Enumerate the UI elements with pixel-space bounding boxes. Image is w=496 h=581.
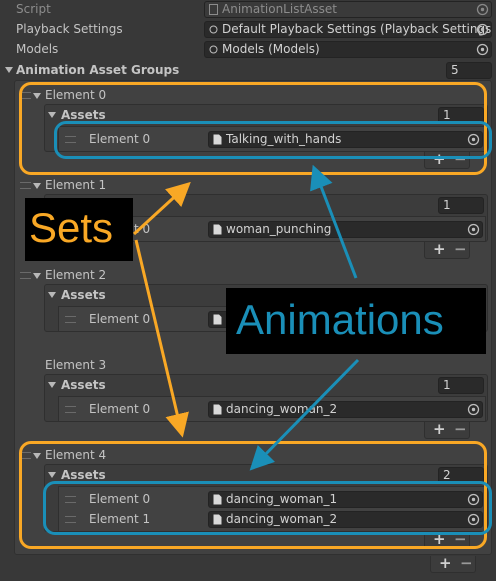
animations-callout-text: Animations — [236, 296, 444, 343]
object-picker-icon[interactable] — [476, 23, 489, 36]
animation-asset-field[interactable]: dancing_woman_1 — [208, 491, 483, 508]
drag-handle-icon[interactable] — [65, 136, 76, 143]
file-icon — [213, 494, 222, 505]
object-picker-icon[interactable] — [467, 133, 480, 146]
animation-asset-field[interactable]: dancing_woman_2 — [208, 511, 483, 528]
assets-size-field[interactable]: 1 — [438, 197, 484, 214]
animations-arrow-up — [310, 164, 358, 279]
file-icon — [213, 314, 222, 325]
asset-icon — [209, 45, 218, 54]
object-picker-icon[interactable] — [467, 513, 480, 526]
add-button[interactable]: + — [433, 150, 446, 168]
drag-handle-icon[interactable] — [65, 316, 76, 323]
script-icon — [209, 4, 218, 15]
remove-button[interactable]: − — [454, 150, 467, 168]
assets-label[interactable]: Assets — [61, 288, 106, 302]
add-group-button[interactable]: + — [439, 554, 452, 572]
file-icon — [213, 224, 222, 235]
models-field[interactable]: Models (Models) — [204, 41, 492, 58]
file-icon — [213, 514, 222, 525]
sets-arrow-up — [132, 181, 191, 236]
assets-label[interactable]: Assets — [61, 108, 106, 122]
playback-settings-label: Playback Settings — [16, 22, 123, 36]
drag-handle-icon[interactable] — [20, 272, 31, 279]
element-2-label[interactable]: Element 2 — [45, 268, 107, 282]
sets-callout: Sets — [25, 198, 133, 261]
foldout-arrow-icon[interactable] — [33, 273, 41, 279]
asset-element-label: Element 0 — [89, 312, 151, 326]
animations-callout: Animations — [226, 288, 486, 354]
foldout-arrow-icon[interactable] — [48, 382, 56, 388]
animations-arrow-down — [249, 358, 360, 471]
remove-button[interactable]: − — [454, 240, 467, 258]
drag-handle-icon[interactable] — [20, 182, 31, 189]
asset-element-label: Element 0 — [89, 132, 151, 146]
assets-size-field[interactable]: 1 — [438, 377, 484, 394]
foldout-arrow-icon[interactable] — [33, 183, 41, 189]
models-label: Models — [16, 42, 59, 56]
sets-callout-text: Sets — [29, 204, 114, 251]
object-picker-icon[interactable] — [467, 493, 480, 506]
foldout-arrow-icon[interactable] — [33, 93, 41, 99]
animation-asset-field[interactable]: woman_punching — [208, 221, 483, 238]
element-1-label[interactable]: Element 1 — [45, 178, 107, 192]
animation-asset-groups-label[interactable]: Animation Asset Groups — [16, 63, 180, 77]
groups-list-footer: + − — [430, 554, 476, 573]
add-button[interactable]: + — [433, 420, 446, 438]
object-picker-icon — [476, 3, 489, 16]
drag-handle-icon[interactable] — [65, 516, 76, 523]
drag-handle-icon[interactable] — [20, 452, 31, 459]
foldout-arrow-icon[interactable] — [5, 67, 13, 73]
foldout-arrow-icon[interactable] — [48, 112, 56, 118]
list-footer: + − — [424, 240, 470, 259]
list-footer: + − — [424, 420, 470, 439]
script-field: AnimationListAsset — [204, 1, 492, 18]
assets-label[interactable]: Assets — [61, 378, 106, 392]
element-3-label[interactable]: Element 3 — [45, 358, 107, 372]
remove-group-button[interactable]: − — [460, 554, 473, 572]
assets-label[interactable]: Assets — [61, 468, 106, 482]
element-0-label[interactable]: Element 0 — [45, 88, 107, 102]
asset-element-label: Element 1 — [89, 512, 151, 526]
animation-asset-field[interactable]: dancing_woman_2 — [208, 401, 483, 418]
file-icon — [213, 404, 222, 415]
add-button[interactable]: + — [433, 240, 446, 258]
foldout-arrow-icon[interactable] — [48, 472, 56, 478]
foldout-arrow-icon[interactable] — [48, 292, 56, 298]
drag-handle-icon[interactable] — [20, 92, 31, 99]
object-picker-icon[interactable] — [476, 43, 489, 56]
foldout-arrow-icon[interactable] — [33, 453, 41, 459]
script-label: Script — [16, 2, 51, 16]
groups-size-field[interactable]: 5 — [446, 62, 492, 79]
remove-button[interactable]: − — [454, 420, 467, 438]
element-4-label[interactable]: Element 4 — [45, 448, 107, 462]
asset-element-label: Element 0 — [89, 402, 151, 416]
object-picker-icon[interactable] — [467, 223, 480, 236]
file-icon — [213, 134, 222, 145]
drag-handle-icon[interactable] — [65, 406, 76, 413]
asset-element-label: Element 0 — [89, 492, 151, 506]
playback-settings-field[interactable]: Default Playback Settings (Playback Sett… — [204, 21, 492, 38]
object-picker-icon[interactable] — [467, 403, 480, 416]
drag-handle-icon[interactable] — [65, 496, 76, 503]
animation-asset-field[interactable]: Talking_with_hands — [208, 131, 483, 148]
asset-icon — [209, 25, 218, 34]
sets-arrow-down — [134, 239, 189, 438]
